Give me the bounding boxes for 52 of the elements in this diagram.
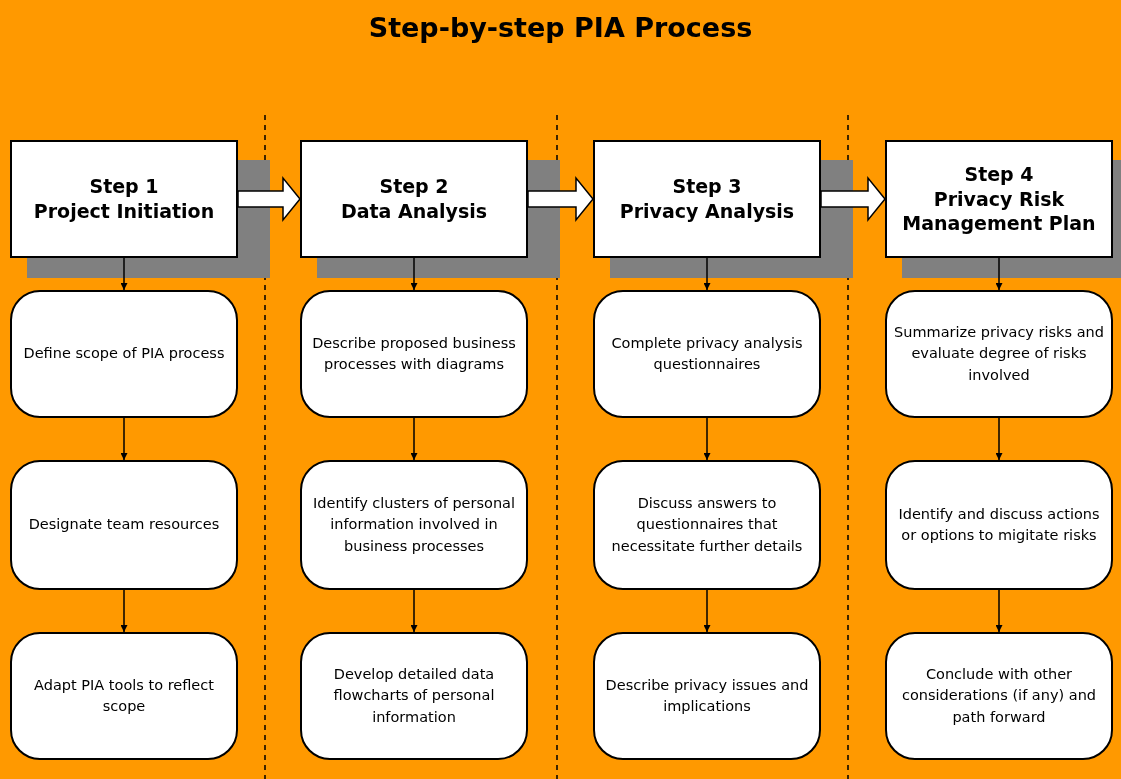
process-box (10, 632, 238, 760)
step-text: Discuss answers to questionnaires that necessitate further details (610, 494, 804, 556)
step-text: Identify and discuss actions or options to migitate risks (897, 505, 1101, 545)
arrow (120, 417, 128, 461)
process-box (593, 460, 821, 590)
block-arrow (820, 175, 886, 223)
process-box (10, 290, 238, 418)
arrow (120, 257, 128, 291)
process-box (885, 632, 1113, 760)
arrow (703, 589, 711, 633)
step-number: Step 2 (379, 174, 449, 199)
step-text: Develop detailed data flowcharts of personal information (332, 665, 496, 727)
step-title: Privacy Analysis (619, 199, 795, 224)
process-box (300, 290, 528, 418)
process-box (10, 460, 238, 590)
process-box (885, 460, 1113, 590)
step-text: Describe privacy issues and implications (604, 676, 810, 716)
process-box (300, 632, 528, 760)
step-text: Complete privacy analysis questionnaires (610, 334, 804, 374)
block-arrow (527, 175, 594, 223)
step-text: Adapt PIA tools to reflect scope (33, 676, 215, 716)
step-text: Describe proposed business processes with diagrams (311, 334, 517, 374)
arrow (995, 589, 1003, 633)
step-text: Conclude with other considerations (if any) and path forward (900, 665, 1098, 727)
process-box (593, 632, 821, 760)
arrow (410, 417, 418, 461)
step-number: Step 4 (964, 161, 1034, 187)
step-number: Step 1 (89, 174, 159, 199)
arrow (120, 589, 128, 633)
step-text: Identify clusters of personal information involved in business processes (312, 494, 516, 556)
step-header-box (593, 140, 821, 258)
step-header-box (885, 140, 1113, 258)
arrow (995, 417, 1003, 461)
step-text: Define scope of PIA process (23, 344, 225, 364)
process-box (593, 290, 821, 418)
process-box (885, 290, 1113, 418)
step-number: Step 3 (672, 174, 742, 199)
step-title: Data Analysis (340, 199, 488, 224)
step-text: Summarize privacy risks and evaluate degree of risks involved (893, 323, 1105, 385)
step-header-box (300, 140, 528, 258)
step-header-box (10, 140, 238, 258)
title: Step-by-step PIA Process (367, 12, 754, 43)
arrow (410, 257, 418, 291)
arrow (703, 417, 711, 461)
step-title: Project Initiation (33, 199, 215, 224)
arrow (410, 589, 418, 633)
process-box (300, 460, 528, 590)
step-text: Designate team resources (28, 515, 220, 535)
block-arrow (237, 175, 301, 223)
arrow (995, 257, 1003, 291)
step-title: Privacy Risk Management Plan (901, 186, 1097, 237)
arrow (703, 257, 711, 291)
